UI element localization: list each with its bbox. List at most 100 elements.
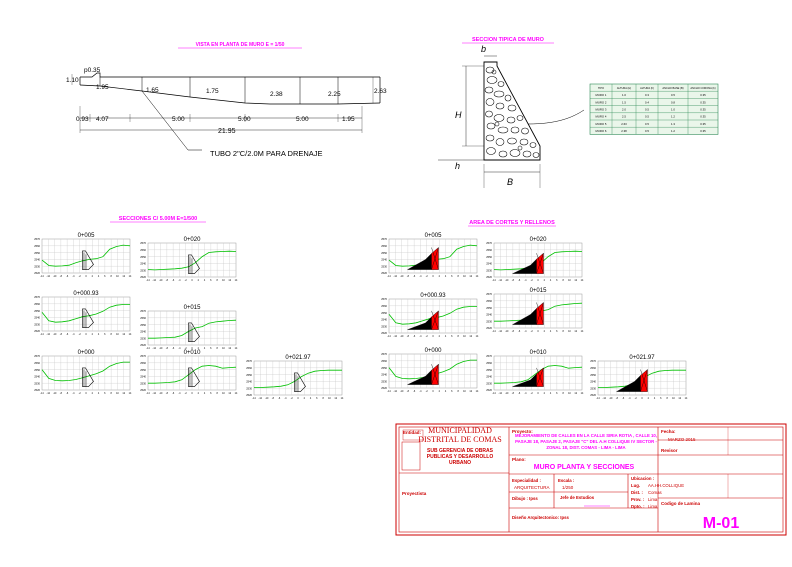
x-tick-label: 14 (685, 397, 688, 400)
dibujo-label: Dibujo : Ipss (512, 496, 538, 501)
x-tick-label: 12 (228, 279, 231, 282)
x-tick-label: -14 (146, 279, 150, 282)
dim-5-00-b: 5.00 (238, 116, 251, 123)
x-tick-label: -14 (146, 347, 150, 350)
plan-title: VISTA EN PLANTA DE MURO E = 1/50 (196, 42, 285, 48)
x-tick-label: 10 (463, 335, 466, 338)
y-tick-label: 2570 (140, 241, 146, 245)
y-tick-label: 2550 (486, 306, 492, 310)
x-tick-label: 6 (451, 335, 453, 338)
x-tick-label: -6 (66, 333, 69, 336)
x-tick-label: -8 (616, 397, 619, 400)
y-tick-label: 2530 (486, 268, 492, 272)
x-tick-label: -8 (407, 390, 410, 393)
dim-4-07: 4.07 (96, 116, 109, 123)
table-cell: 2.5 (622, 115, 626, 119)
y-tick-label: 2560 (486, 361, 492, 365)
y-tick-label: 2560 (246, 366, 252, 370)
cross-section-panel: 257025602550254025302520-14-12-10-8-6-4-… (246, 355, 344, 400)
especialidad-label: Especialidad : (512, 478, 541, 483)
y-tick-label: 2560 (140, 361, 146, 365)
x-tick-label: 8 (457, 390, 459, 393)
x-tick-label: 6 (210, 392, 212, 395)
y-tick-label: 2520 (381, 271, 387, 275)
table-cell: MURO 3 (596, 108, 607, 112)
table-cell: 0.5 (645, 122, 649, 126)
x-tick-label: -2 (185, 347, 188, 350)
y-tick-label: 2530 (381, 379, 387, 383)
label-h: h (455, 161, 460, 171)
cross-section-panel: 257025602550254025302520-14-12-10-8-6-4-… (486, 350, 584, 395)
x-tick-label: -12 (259, 397, 263, 400)
wall-outline (294, 372, 306, 392)
x-tick-label: 10 (222, 279, 225, 282)
x-tick-label: 14 (476, 390, 479, 393)
x-tick-label: -2 (79, 275, 82, 278)
section-label: 0+000.93 (420, 293, 446, 299)
x-tick-label: 12 (228, 347, 231, 350)
cross-section-panel: 257025602550254025302520-14-12-10-8-6-4-… (381, 233, 479, 278)
x-tick-label: -10 (505, 330, 509, 333)
y-tick-label: 2540 (590, 380, 596, 384)
table-cell: 1.2 (671, 129, 675, 133)
table-cell: 0.5 (671, 93, 675, 97)
x-tick-label: 0 (297, 397, 299, 400)
entidad-line-1: MUNICIPALIDAD (428, 426, 492, 435)
x-tick-label: 0 (432, 275, 434, 278)
x-tick-label: -8 (407, 275, 410, 278)
x-tick-label: -12 (499, 279, 503, 282)
table-cell: 0.5 (645, 129, 649, 133)
x-tick-label: -12 (153, 347, 157, 350)
y-tick-label: 2570 (486, 241, 492, 245)
x-tick-label: -2 (79, 333, 82, 336)
section-label: 0+000.93 (73, 291, 99, 297)
dim-1-75: 1.75 (206, 88, 219, 95)
fill-area (406, 253, 432, 270)
drain-label: TUBO 2"C/2.0M PARA DRENAJE (210, 149, 323, 158)
typical-title: SECCION TIPICA DE MURO (472, 37, 545, 43)
y-tick-label: 2570 (381, 237, 387, 241)
x-tick-label: 12 (574, 279, 577, 282)
dim-1-95-right: 1.95 (342, 116, 355, 123)
y-tick-label: 2570 (486, 354, 492, 358)
table-cell: 2.0 (622, 108, 626, 112)
x-tick-label: 0 (191, 347, 193, 350)
x-tick-label: 0 (537, 330, 539, 333)
y-tick-label: 2550 (140, 323, 146, 327)
cross-section-panel: 257025602550254025302520-14-12-10-8-6-4-… (590, 355, 688, 400)
y-tick-label: 2570 (140, 354, 146, 358)
table-cell: MURO 4 (596, 115, 607, 119)
x-tick-label: -4 (419, 275, 422, 278)
wall-outline (188, 367, 200, 387)
y-tick-label: 2570 (34, 354, 40, 358)
x-tick-label: 0 (85, 333, 87, 336)
y-tick-label: 2520 (140, 275, 146, 279)
plano-value: MURO PLANTA Y SECCIONES (534, 464, 635, 471)
dist-label: Dist. : (631, 490, 644, 495)
x-tick-label: -2 (185, 279, 188, 282)
x-tick-label: 0 (191, 279, 193, 282)
x-tick-label: 14 (235, 347, 238, 350)
x-tick-label: 8 (216, 347, 218, 350)
x-tick-label: -8 (166, 392, 169, 395)
section-label: 0+015 (530, 288, 548, 294)
x-tick-label: 10 (568, 330, 571, 333)
y-tick-label: 2520 (381, 386, 387, 390)
y-tick-label: 2570 (34, 237, 40, 241)
fecha-value: MARZO 2015 (668, 437, 696, 442)
x-tick-label: -8 (60, 275, 63, 278)
x-tick-label: -6 (66, 275, 69, 278)
x-tick-label: -10 (505, 279, 509, 282)
label-b: b (481, 44, 486, 54)
section-label: 0+010 (530, 350, 548, 356)
especialidad-value: ARQUITECTURA (514, 485, 550, 490)
codigo-value: M-01 (703, 515, 740, 532)
x-tick-label: -8 (512, 392, 515, 395)
x-tick-label: -10 (53, 392, 57, 395)
x-tick-label: -4 (419, 390, 422, 393)
x-tick-label: -4 (178, 279, 181, 282)
dpto-value: Lima (648, 504, 658, 509)
x-tick-label: -6 (413, 335, 416, 338)
x-tick-label: 0 (191, 392, 193, 395)
